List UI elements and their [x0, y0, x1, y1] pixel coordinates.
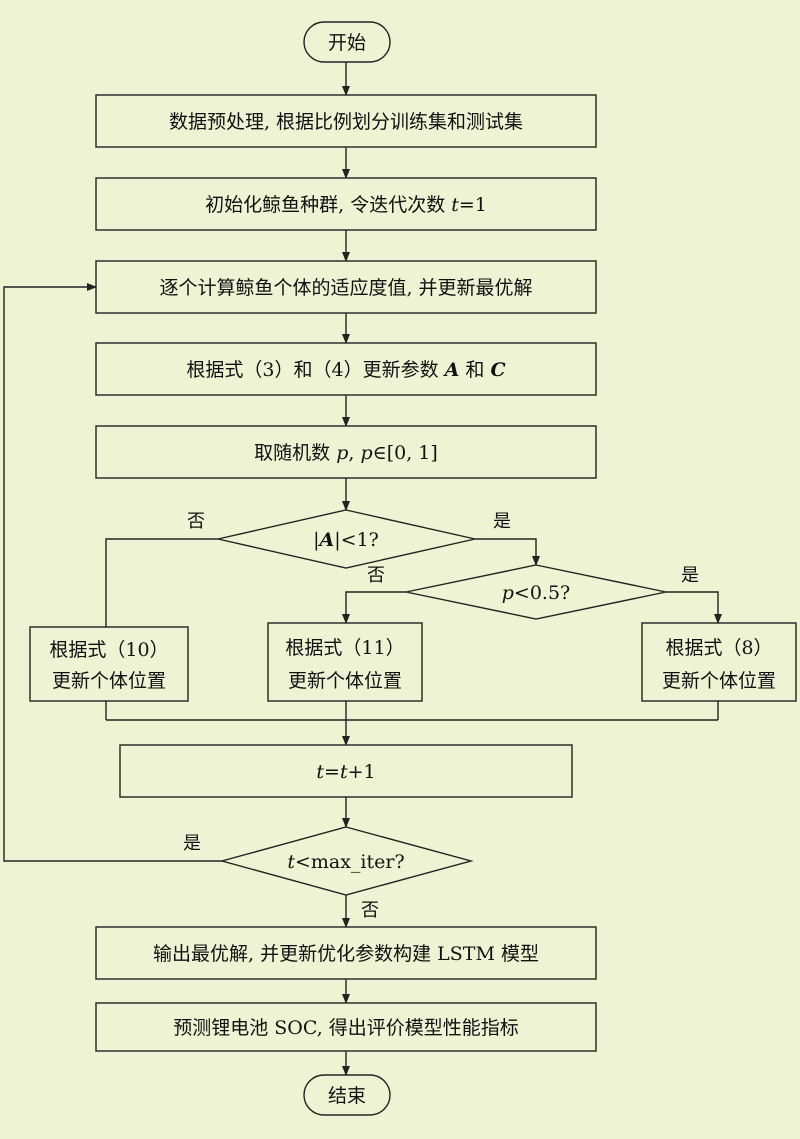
- end-terminal: [303, 1074, 391, 1116]
- start-terminal: [303, 21, 391, 63]
- label-p-no: 否: [367, 565, 385, 586]
- update-params-box: [95, 342, 597, 396]
- random-range: ∈[0, 1]: [373, 442, 438, 464]
- decision-p-label: p<0.5?: [502, 582, 571, 604]
- inc-plus: +1: [348, 761, 376, 783]
- decision-iter-label: t<max_iter?: [287, 851, 404, 873]
- increment-box: [119, 744, 573, 798]
- absA-bar: |: [313, 529, 319, 551]
- end-label: 结束: [328, 1085, 366, 1107]
- update-text: 根据式（3）和（4）更新参数: [186, 359, 444, 381]
- p-var: p: [502, 582, 514, 604]
- eq8-box: [641, 622, 797, 702]
- predict-box: [95, 1002, 597, 1052]
- init-text: 初始化鲸鱼种群, 令迭代次数: [205, 194, 451, 216]
- line-absA-yes: [475, 538, 540, 566]
- update-params-label: 根据式（3）和（4）更新参数 A 和 C: [186, 359, 505, 381]
- random-var-p1: p: [336, 442, 348, 464]
- increment-label: t=t+1: [316, 761, 375, 783]
- fitness-box: [95, 260, 597, 314]
- line-p-no: [342, 591, 406, 624]
- random-var-p2: p: [360, 442, 372, 464]
- random-label: 取随机数 p, p∈[0, 1]: [254, 442, 438, 464]
- decision-absA: [217, 509, 476, 569]
- eq11-line2: 更新个体位置: [288, 670, 402, 692]
- line-absA-no: [105, 538, 218, 627]
- update-var-A: A: [443, 359, 460, 381]
- eq11-box: [267, 622, 423, 702]
- iter-var-t: t: [287, 851, 295, 873]
- init-label: 初始化鲸鱼种群, 令迭代次数 t=1: [205, 194, 487, 216]
- init-var-t: t: [451, 194, 459, 216]
- line-iter-yes-loop: [3, 283, 222, 862]
- init-box: [95, 177, 597, 231]
- line-p-yes: [666, 591, 722, 624]
- init-value: =1: [459, 194, 487, 216]
- p-rest: <0.5?: [514, 582, 570, 604]
- label-iter-no: 否: [361, 900, 379, 921]
- inc-var-t1: t: [316, 761, 324, 783]
- start-label: 开始: [328, 32, 366, 54]
- output-box: [95, 926, 597, 980]
- iter-rest: <max_iter?: [295, 851, 405, 873]
- random-box: [95, 425, 597, 479]
- fitness-label: 逐个计算鲸鱼个体的适应度值, 并更新最优解: [159, 277, 532, 299]
- absA-rest: |<1?: [334, 529, 379, 551]
- eq10-line2: 更新个体位置: [52, 670, 166, 692]
- label-iter-yes: 是: [183, 833, 201, 854]
- decision-iter: [219, 826, 474, 896]
- absA-var-A: A: [318, 529, 335, 551]
- random-text: 取随机数: [254, 442, 336, 464]
- update-var-C: C: [490, 359, 505, 381]
- label-p-yes: 是: [681, 565, 699, 586]
- eq8-line1: 根据式（8）: [665, 637, 772, 659]
- output-label: 输出最优解, 并更新优化参数构建 LSTM 模型: [153, 943, 539, 965]
- connectors: [3, 62, 722, 1076]
- random-comma: ,: [348, 442, 360, 464]
- decision-absA-label: |A|<1?: [313, 529, 379, 551]
- inc-var-t2: t: [340, 761, 348, 783]
- predict-label: 预测锂电池 SOC, 得出评价模型性能指标: [173, 1017, 519, 1039]
- decision-p: [405, 564, 667, 620]
- eq10-box: [29, 626, 189, 702]
- preprocess-label: 数据预处理, 根据比例划分训练集和测试集: [169, 111, 523, 133]
- eq8-line2: 更新个体位置: [662, 670, 776, 692]
- preprocess-box: [95, 94, 597, 148]
- update-and: 和: [459, 359, 490, 381]
- eq10-line1: 根据式（10）: [49, 639, 168, 661]
- label-absA-no: 否: [187, 511, 205, 532]
- label-absA-yes: 是: [493, 511, 511, 532]
- eq11-line1: 根据式（11）: [285, 637, 404, 659]
- inc-eq: =: [324, 761, 340, 783]
